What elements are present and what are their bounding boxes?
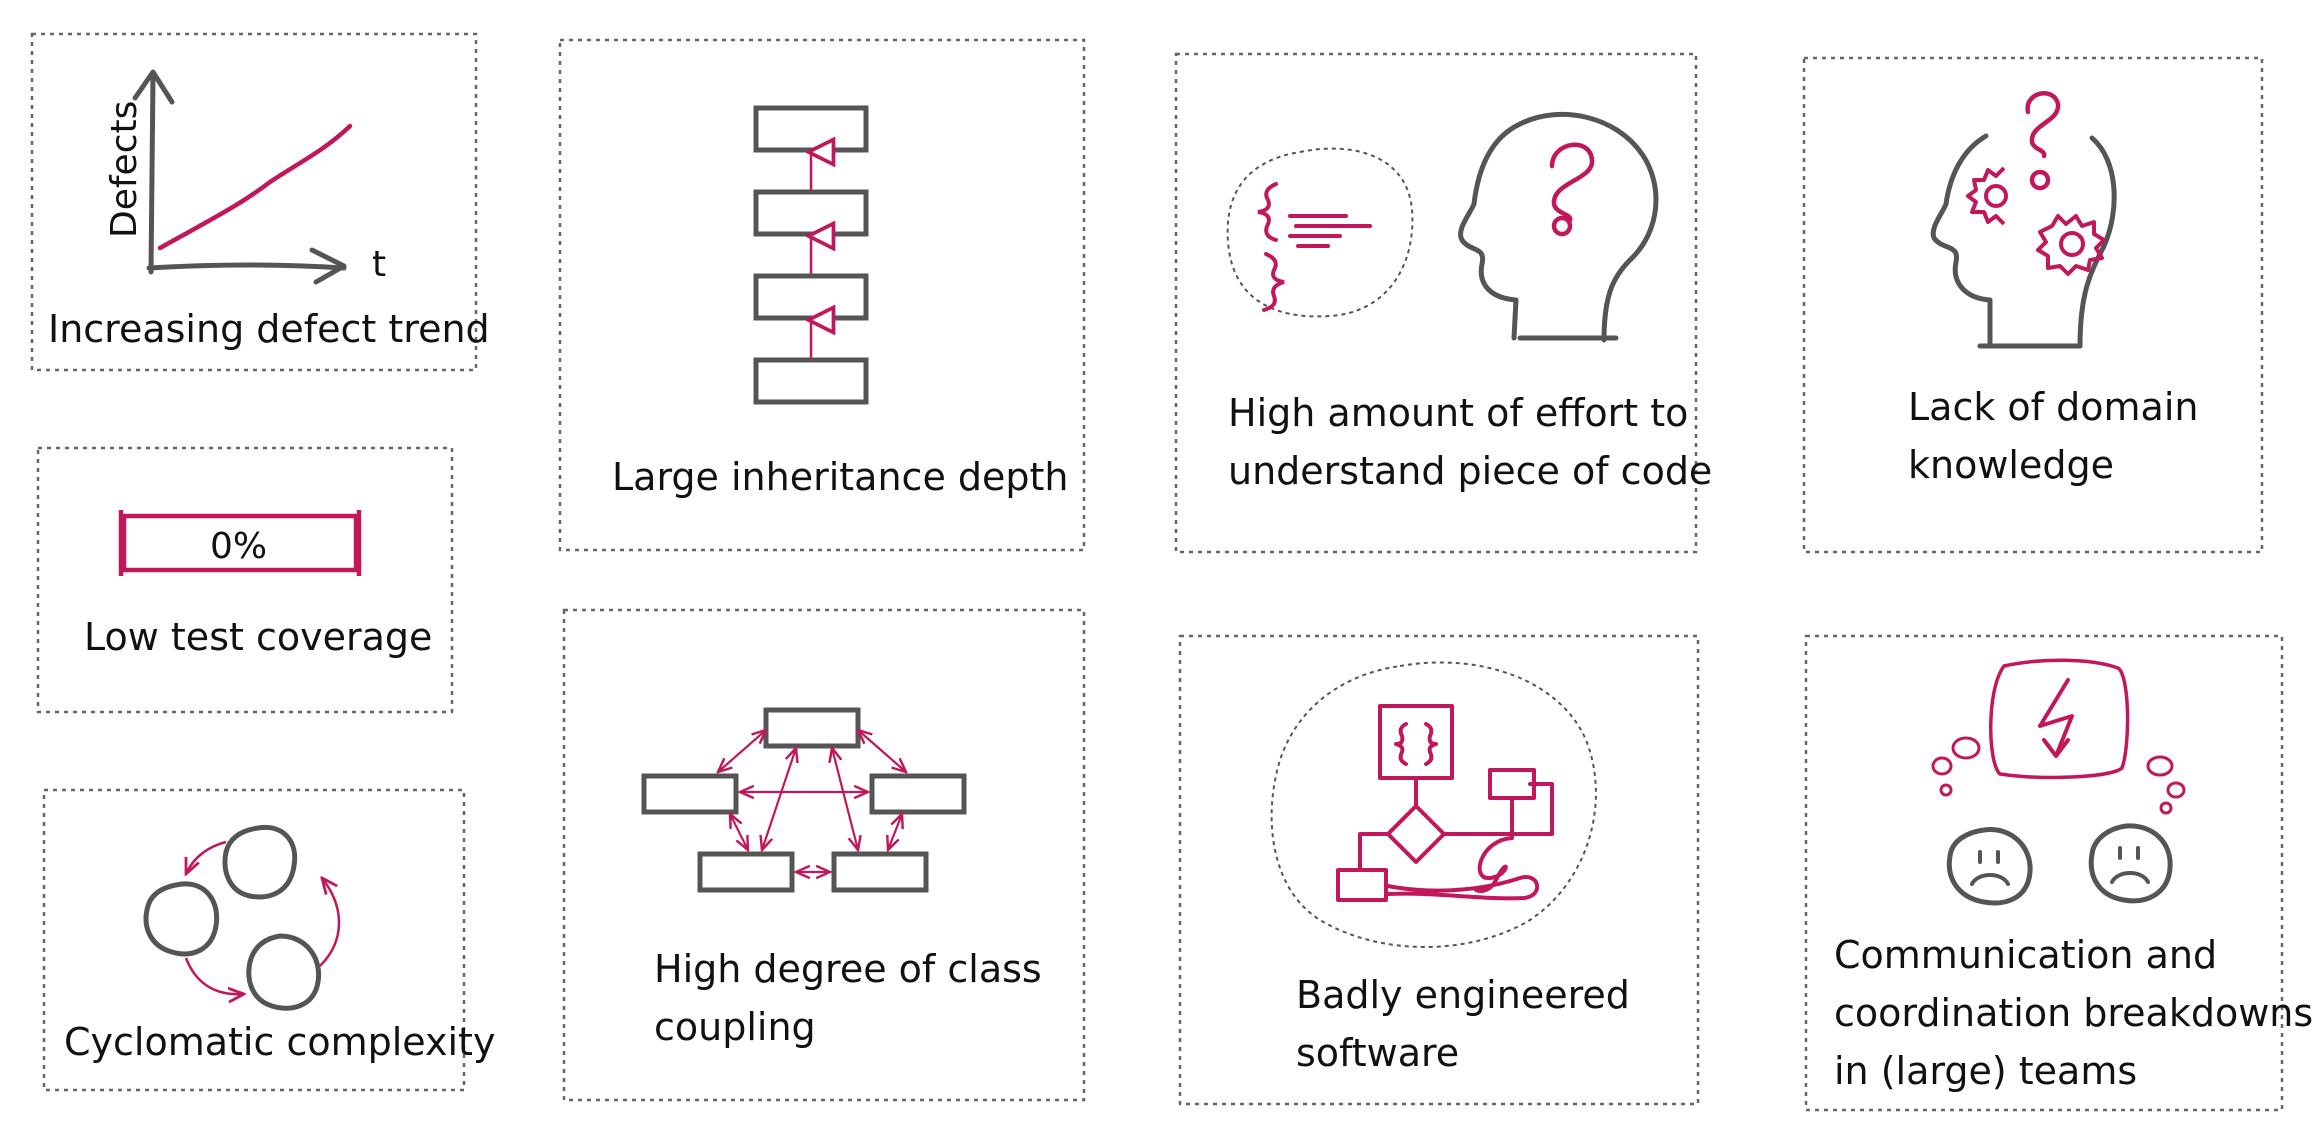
label-coupling-line2: coupling (654, 1005, 816, 1049)
label-communication-line3: in (large) teams (1834, 1049, 2137, 1093)
label-domain-line1: Lack of domain (1908, 385, 2198, 429)
frame-test-coverage (36, 446, 454, 714)
head-with-gears-icon (1930, 91, 2117, 349)
thought-bubble-lightning-icon (1931, 658, 2186, 815)
label-badly-line1: Badly engineered (1296, 973, 1630, 1017)
frame-defect-trend (30, 32, 478, 372)
frame-domain-knowledge (1802, 56, 2264, 554)
label-coupling-line1: High degree of class (654, 947, 1042, 991)
panel-frames (30, 32, 2284, 1112)
y-axis-label: Defects (104, 101, 145, 238)
frame-communication (1804, 634, 2284, 1112)
label-effort-line1: High amount of effort to (1228, 391, 1688, 435)
label-communication-line2: coordination breakdowns (1834, 991, 2313, 1035)
frame-effort (1174, 52, 1698, 554)
class-network-icon (641, 707, 967, 893)
frame-inheritance (558, 38, 1086, 552)
label-test-coverage: Low test coverage (84, 615, 432, 659)
sad-face-icon (2088, 823, 2173, 904)
frame-coupling (562, 608, 1086, 1102)
frame-cyclomatic (42, 788, 466, 1092)
flowchart-icon (1270, 661, 1597, 948)
cycle-icon (143, 824, 341, 1011)
label-badly-line2: software (1296, 1031, 1459, 1075)
code-snippet-icon (1226, 147, 1414, 318)
label-defect-trend: Increasing defect trend (48, 307, 490, 351)
confused-head-icon (1458, 111, 1659, 343)
label-inheritance: Large inheritance depth (612, 455, 1069, 499)
progress-bar-icon (118, 510, 362, 576)
label-effort-line2: understand piece of code (1228, 449, 1712, 493)
sad-face-icon (1946, 827, 2033, 906)
label-cyclomatic: Cyclomatic complexity (64, 1020, 495, 1064)
coverage-value: 0% (210, 526, 267, 567)
label-communication-line1: Communication and (1834, 933, 2217, 977)
inheritance-stack-icon (753, 105, 869, 405)
label-domain-line2: knowledge (1908, 443, 2114, 487)
frame-badly-engineered (1178, 634, 1700, 1106)
line-chart-icon (132, 69, 353, 285)
x-axis-label: t (372, 244, 386, 285)
